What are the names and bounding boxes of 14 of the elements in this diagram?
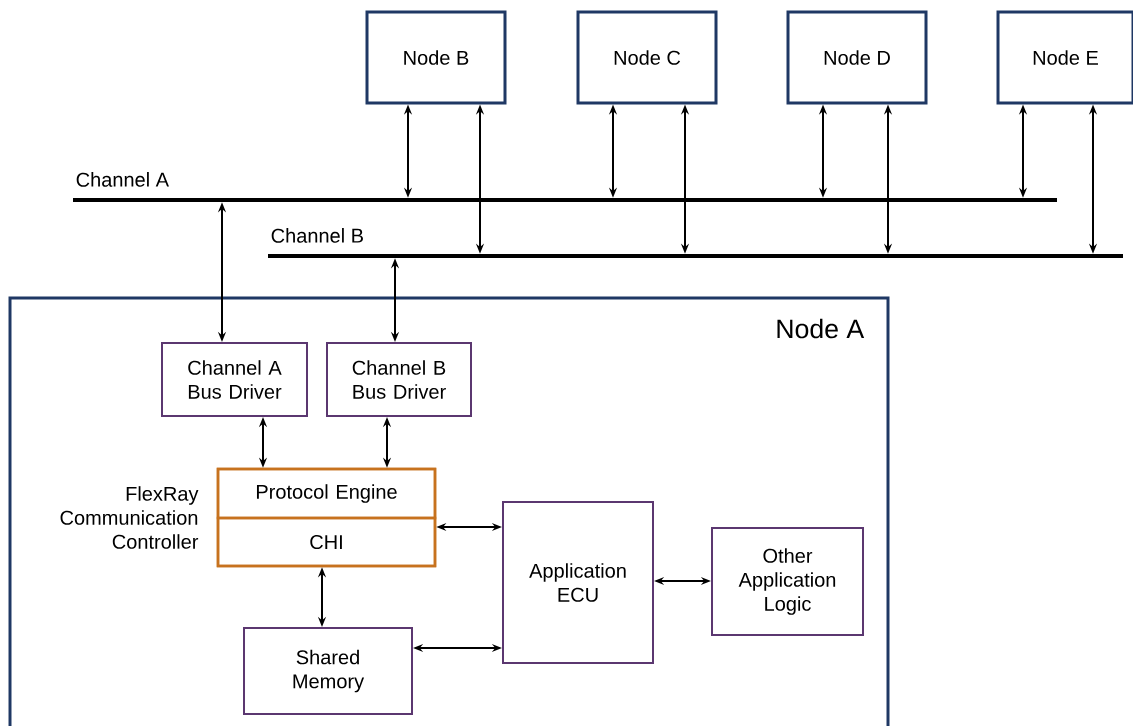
bus-line: Channel A [73,172,1057,202]
component-box: Shared Memory [243,627,413,715]
component-box: Other Application Logic [711,527,864,636]
component-box: Channel A Bus Driver [161,342,308,417]
controller-section: CHI [216,516,437,568]
node-box: Node D [786,10,928,105]
component-box: Channel B Bus Driver [326,342,472,417]
bus-line: Channel B [268,228,1123,258]
node-box: Node C [576,10,718,105]
component-box: Application ECU [502,501,654,664]
node-box: Node E [996,10,1133,105]
node-label: FlexRay Communication Controller [60,486,199,549]
controller-section: Protocol Engine [216,467,437,520]
node-box: Node B [365,10,507,105]
